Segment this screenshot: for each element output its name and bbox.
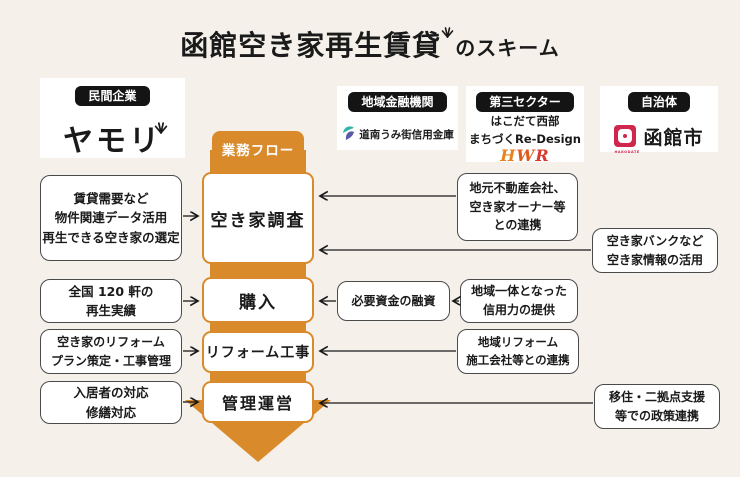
org-card-municipality: 自治体 HAKODATE 函館市 [600,86,718,155]
org-card-financial-institution: 地域金融機関 道南うみ街信用金庫 [337,86,458,150]
org-badge-third-sector: 第三セクター [476,92,574,113]
flow-step-vacant-house-survey: 空き家調査 [202,172,314,264]
note-track-record: 全国 120 軒の 再生実績 [40,279,182,323]
note-rental-demand: 賃貸需要など 物件関連データ活用 再生できる空き家の選定 [40,175,182,261]
org-card-third-sector: 第三セクター はこだて西部 まちづくRe-Design HWR [466,86,584,165]
note-regional-creditworthiness: 地域一体となった 信用力の提供 [460,279,578,323]
hwr-letter-r: R [535,146,550,166]
page-title: 函館空き家再生賃貸のスキーム [0,24,740,64]
hwr-letter-h: H [500,146,517,166]
org-badge-financial-institution: 地域金融機関 [348,92,447,113]
hakodate-city-logo: HAKODATE 函館市 [614,121,704,155]
hwr-logo: HWR [500,147,549,165]
gecko-paw-icon [441,24,454,43]
org-badge-municipality: 自治体 [627,92,690,113]
flow-step-renovation-work: リフォーム工事 [202,331,314,373]
hakodate-city-name: 函館市 [643,126,704,149]
shinkin-logo: 道南うみ街信用金庫 [341,124,454,145]
org-card-private-company: 民間企業 ヤモリ [40,78,185,160]
note-local-realtor-partnership: 地元不動産会社、 空き家オーナー等 との連携 [457,173,578,241]
note-funding-loan: 必要資金の融資 [337,281,450,321]
hwr-letter-w: W [516,146,536,166]
shinkin-logo-icon [341,124,356,145]
note-migration-policy-partnership: 移住・二拠点支援 等での政策連携 [594,384,720,429]
hakodate-city-logo-icon: HAKODATE [614,121,640,155]
third-sector-name-line2: まちづくRe-Design [469,131,581,146]
note-local-contractor-partnership: 地域リフォーム 施工会社等との連携 [457,329,579,374]
flow-step-purchase: 購入 [202,277,314,323]
yamori-logo-text: ヤモリ [63,124,162,160]
org-badge-private-company: 民間企業 [75,86,150,107]
note-tenant-support: 入居者の対応 修繕対応 [40,381,182,424]
hakodate-caption: HAKODATE [614,150,640,155]
note-vacant-house-bank: 空き家バンクなど 空き家情報の活用 [592,228,718,273]
yamori-logo: ヤモリ [63,116,168,160]
note-renovation-planning: 空き家のリフォーム プラン策定・工事管理 [40,329,182,374]
page-title-main: 函館空き家再生賃貸 [180,29,442,62]
third-sector-name-line1: はこだて西部 [490,114,560,129]
gecko-hand-icon [154,108,168,143]
flow-header: 業務フロー [212,131,304,167]
page-title-suffix: のスキーム [455,36,560,60]
shinkin-logo-text: 道南うみ街信用金庫 [359,129,454,142]
flow-step-management: 管理運営 [202,381,314,423]
